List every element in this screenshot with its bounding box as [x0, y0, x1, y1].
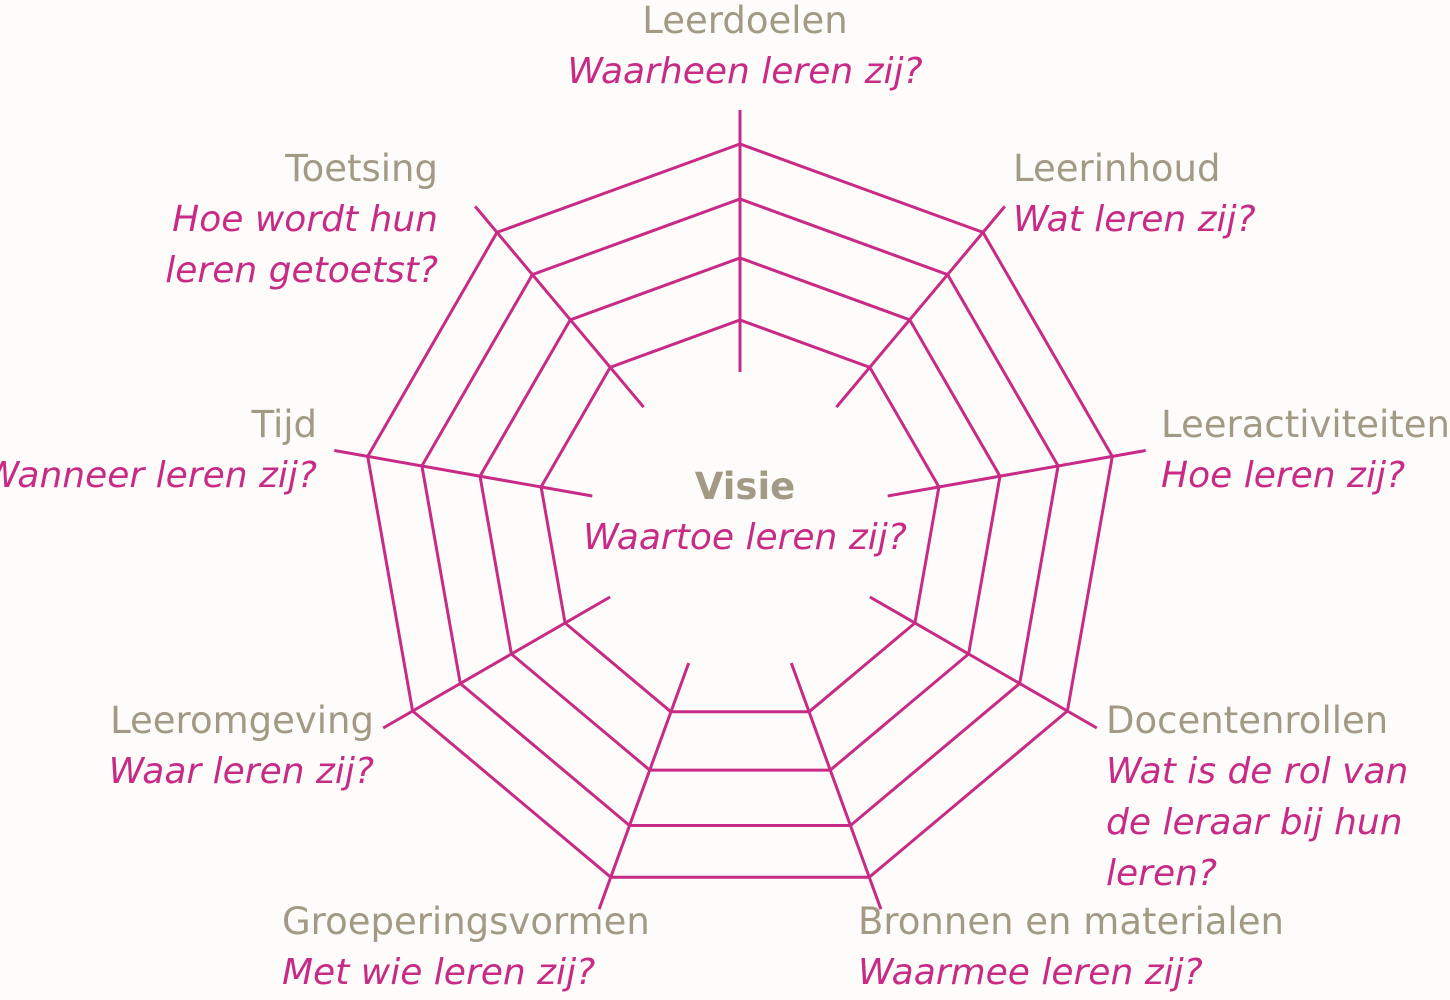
center-question: Waartoe leren zij? [583, 517, 907, 558]
center-title: Visie [694, 465, 796, 508]
spoke-title: Leeractiviteiten [1161, 403, 1450, 446]
spoke-question: Waarmee leren zij? [858, 952, 1203, 993]
spoke-label-tijd: Tijd Wanneer leren zij? [0, 399, 317, 501]
spoke-question: Wat leren zij? [1013, 199, 1256, 240]
spoke-title: Tijd [251, 403, 317, 446]
web-spoke-3 [887, 449, 1146, 498]
web-spoke-4 [869, 595, 1098, 730]
spoke-label-leerdoelen: Leerdoelen Waarheen leren zij? [545, 0, 945, 97]
spoke-title: Toetsing [285, 147, 438, 190]
spoke-question: Wanneer leren zij? [0, 455, 317, 496]
spoke-question: Hoe leren zij? [1161, 455, 1406, 496]
spoke-label-bronnen: Bronnen en materialen Waarmee leren zij? [858, 896, 1284, 998]
web-spoke-9 [474, 205, 645, 409]
spoke-title: Docentenrollen [1106, 699, 1389, 742]
spoke-question: Waarheen leren zij? [567, 51, 923, 92]
spoke-label-groeperingsvormen: Groeperingsvormen Met wie leren zij? [282, 896, 650, 998]
spoke-question: Waar leren zij? [108, 751, 374, 792]
web-spoke-6 [597, 662, 691, 910]
spoke-question: Hoe wordt hun leren getoetst? [165, 199, 438, 291]
spoke-label-leeromgeving: Leeromgeving Waar leren zij? [109, 695, 374, 797]
center-label: Visie Waartoe leren zij? [560, 461, 930, 563]
spoke-question: Wat is de rol van de leraar bij hun lere… [1106, 751, 1409, 894]
spoke-question: Met wie leren zij? [282, 952, 596, 993]
spoke-title: Leerdoelen [642, 0, 848, 42]
spoke-label-leerinhoud: Leerinhoud Wat leren zij? [1013, 143, 1256, 245]
spoke-label-leeractiviteiten: Leeractiviteiten Hoe leren zij? [1161, 399, 1450, 501]
web-spoke-5 [789, 662, 883, 910]
web-spoke-2 [835, 205, 1006, 409]
web-spoke-7 [382, 595, 611, 730]
spoke-label-toetsing: Toetsing Hoe wordt hun leren getoetst? [158, 143, 438, 296]
spoke-label-docentenrollen: Docentenrollen Wat is de rol van de lera… [1106, 695, 1446, 899]
spoke-title: Bronnen en materialen [858, 900, 1284, 943]
spoke-title: Leeromgeving [110, 699, 374, 742]
spoke-title: Groeperingsvormen [282, 900, 650, 943]
spoke-title: Leerinhoud [1013, 147, 1221, 190]
web-spoke-8 [334, 449, 593, 498]
